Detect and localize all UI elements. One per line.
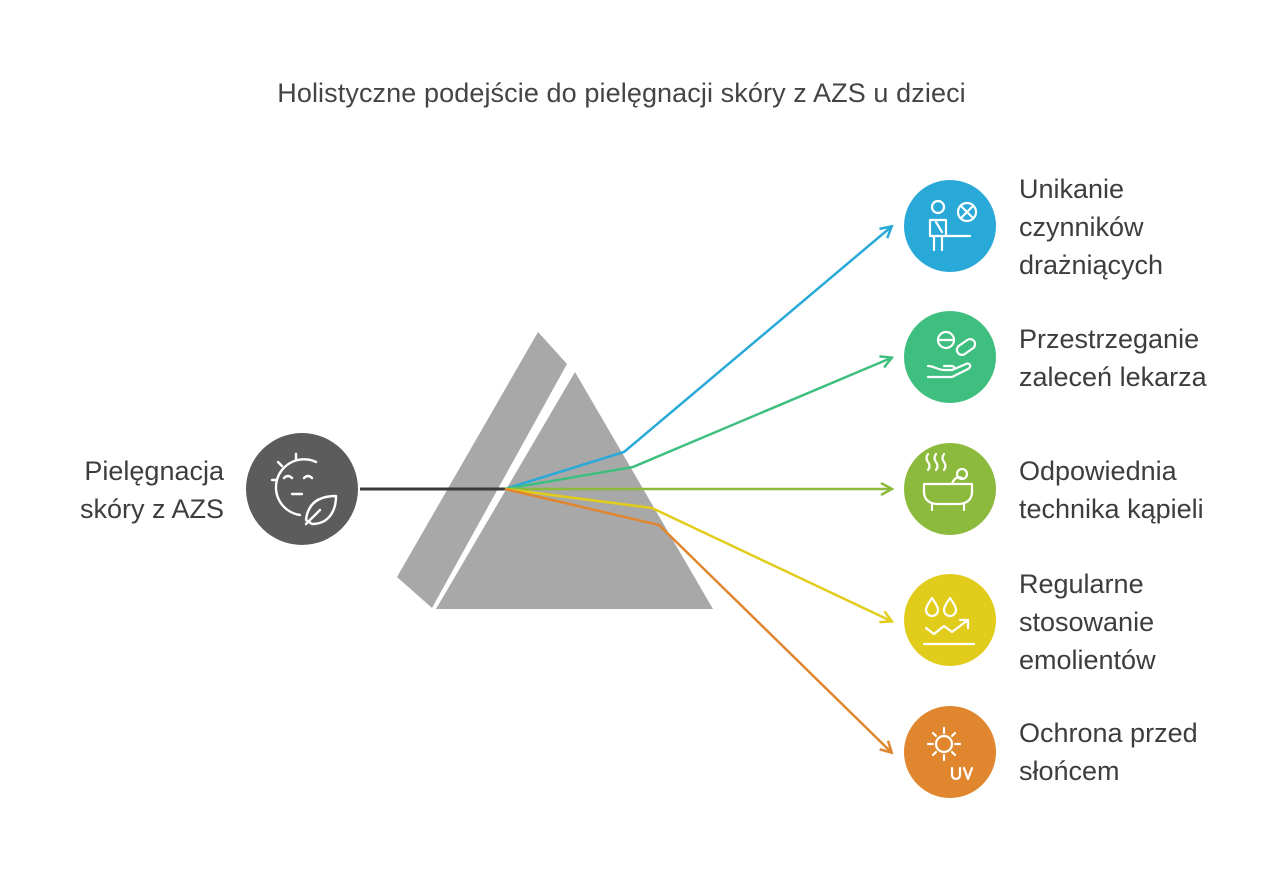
output-beams — [504, 227, 891, 752]
beam-ochrona — [504, 487, 891, 752]
source-label-line: skóry z AZS — [79, 494, 224, 524]
output-label-ochrona: Ochrona przed słońcem — [1019, 714, 1269, 790]
label-line: drażniących — [1019, 250, 1164, 280]
label-line: Przestrzeganie — [1019, 324, 1200, 354]
output-node-4 — [904, 574, 996, 666]
label-line: zaleceń lekarza — [1019, 362, 1207, 392]
output-node-1 — [904, 180, 996, 272]
hand-pills-icon — [926, 330, 977, 379]
beam-regularne — [504, 487, 891, 621]
source-node — [246, 433, 358, 545]
label-line: czynników — [1019, 212, 1144, 242]
prism-back-face — [397, 332, 567, 608]
output-label-regularne: Regularne stosowanie emolientów — [1019, 565, 1269, 679]
beam-przestrzeganie — [504, 358, 891, 491]
output-node-3 — [904, 443, 996, 535]
output-label-odpowiednia: Odpowiednia technika kąpieli — [1019, 452, 1269, 528]
output-node-2 — [904, 311, 996, 403]
avoid-irritants-icon — [928, 199, 978, 252]
label-line: emolientów — [1019, 645, 1156, 675]
output-node-5 — [904, 706, 996, 798]
sun-uv-icon — [926, 726, 974, 781]
bathtub-icon — [922, 452, 974, 512]
source-label: Pielęgnacja skóry z AZS — [40, 452, 224, 528]
label-line: Ochrona przed — [1019, 718, 1198, 748]
label-line: stosowanie — [1019, 607, 1155, 637]
label-line: Odpowiednia — [1019, 456, 1177, 486]
label-line: Unikanie — [1019, 174, 1125, 204]
output-label-przestrzeganie: Przestrzeganie zaleceń lekarza — [1019, 320, 1269, 396]
label-line: słońcem — [1019, 756, 1120, 786]
source-label-line: Pielęgnacja — [84, 456, 224, 486]
diagram-title: Holistyczne podejście do pielęgnacji skó… — [277, 78, 966, 108]
drops-moisturize-icon — [922, 596, 976, 646]
label-line: Regularne — [1019, 569, 1144, 599]
label-line: technika kąpieli — [1019, 494, 1204, 524]
prism — [397, 332, 713, 609]
prism-front-face — [436, 372, 713, 609]
face-leaf-icon — [270, 452, 338, 526]
output-label-unikanie: Unikanie czynników drażniących — [1019, 170, 1269, 284]
beam-unikanie — [504, 227, 891, 491]
